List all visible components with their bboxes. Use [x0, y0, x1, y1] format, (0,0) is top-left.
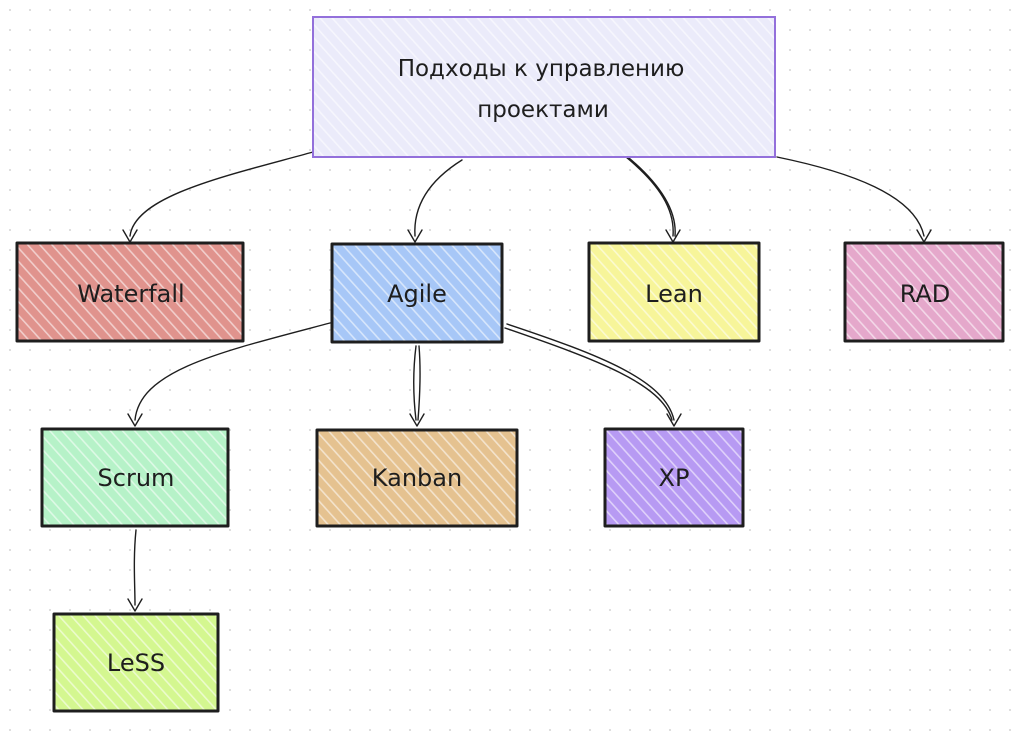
node-root-label-line2: проектами [477, 97, 609, 123]
node-kanban-hatch [317, 430, 517, 526]
node-root-label-line1: Подходы к управлению [398, 56, 685, 82]
node-scrum-hatch [42, 429, 228, 526]
edge-agile-xp [504, 323, 682, 427]
node-lean[interactable]: Lean [587, 241, 761, 343]
node-rad[interactable]: RAD [843, 241, 1005, 343]
node-lean-border [587, 241, 761, 343]
node-kanban-border [315, 428, 519, 528]
edge-agile-scrum [127, 322, 331, 427]
edge-root-lean [625, 156, 681, 243]
node-lean-label: Lean [645, 280, 703, 308]
node-rad-label: RAD [900, 280, 951, 308]
node-xp[interactable]: XP [603, 427, 745, 528]
node-xp-label: XP [659, 464, 690, 492]
node-less-hatch [54, 614, 218, 711]
node-agile-hatch [332, 244, 502, 342]
node-less-label: LeSS [107, 649, 165, 677]
edge-root-waterfall [122, 151, 314, 243]
edge-root-agile [407, 159, 463, 243]
node-xp-hatch [605, 429, 743, 526]
node-root-hatch [313, 17, 775, 157]
node-waterfall[interactable]: Waterfall [15, 241, 245, 343]
node-rad-hatch [845, 243, 1003, 341]
node-scrum-border [40, 427, 230, 528]
node-rad-border [843, 241, 1005, 343]
node-kanban-label: Kanban [372, 464, 462, 492]
node-kanban[interactable]: Kanban [315, 428, 519, 528]
node-waterfall-border [15, 241, 245, 343]
edge-agile-kanban [409, 345, 425, 427]
node-xp-border [603, 427, 745, 528]
node-root-border [312, 16, 776, 158]
node-scrum-label: Scrum [98, 464, 175, 492]
node-scrum[interactable]: Scrum [40, 427, 230, 528]
node-agile-label: Agile [387, 280, 447, 308]
node-waterfall-label: Waterfall [77, 280, 184, 308]
node-less-border [52, 612, 220, 713]
node-waterfall-hatch [17, 243, 243, 341]
edge-scrum-less [127, 529, 143, 612]
node-less[interactable]: LeSS [52, 612, 220, 713]
node-agile-border [330, 242, 504, 344]
edge-root-rad [776, 156, 932, 243]
node-agile[interactable]: Agile [330, 242, 504, 344]
node-lean-hatch [589, 243, 759, 341]
node-root[interactable]: Подходы к управлению проектами [312, 16, 776, 158]
